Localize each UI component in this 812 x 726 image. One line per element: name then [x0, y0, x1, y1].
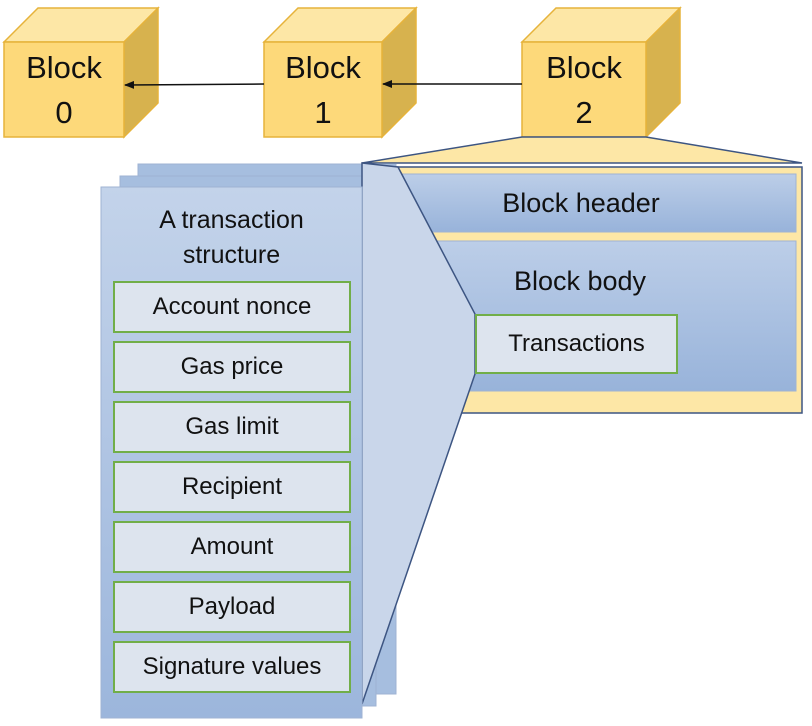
- block-2-label: Block 2: [522, 42, 646, 137]
- block-0-word: Block: [26, 49, 102, 85]
- field-gas-price: Gas price: [113, 341, 351, 393]
- arrow-block1-to-block0: [124, 80, 265, 89]
- transaction-structure-title: A transaction structure: [101, 202, 362, 274]
- field-gas-limit: Gas limit: [113, 401, 351, 453]
- transactions-box: Transactions: [475, 314, 678, 374]
- block-2-cube: [520, 6, 682, 139]
- block-2-word: Block: [546, 49, 622, 85]
- field-payload: Payload: [113, 581, 351, 633]
- block-0-cube: [2, 6, 160, 139]
- block-1-label: Block 1: [264, 42, 382, 137]
- block-2-number: 2: [575, 94, 593, 130]
- block-2-expansion-wedge: [361, 136, 803, 164]
- block-1-cube: [262, 6, 418, 139]
- field-amount: Amount: [113, 521, 351, 573]
- block-body-label: Block body: [513, 265, 647, 296]
- block-1-word: Block: [285, 49, 361, 85]
- transaction-title-line1: A transaction: [159, 206, 304, 234]
- field-recipient: Recipient: [113, 461, 351, 513]
- block-0-number: 0: [55, 94, 73, 130]
- block-header-label: Block header: [502, 187, 660, 218]
- block-header-bar: [399, 173, 797, 233]
- transaction-title-line2: structure: [182, 241, 281, 269]
- field-signature-values: Signature values: [113, 641, 351, 693]
- block-1-number: 1: [314, 94, 332, 130]
- block-0-label: Block 0: [4, 42, 124, 137]
- field-account-nonce: Account nonce: [113, 281, 351, 333]
